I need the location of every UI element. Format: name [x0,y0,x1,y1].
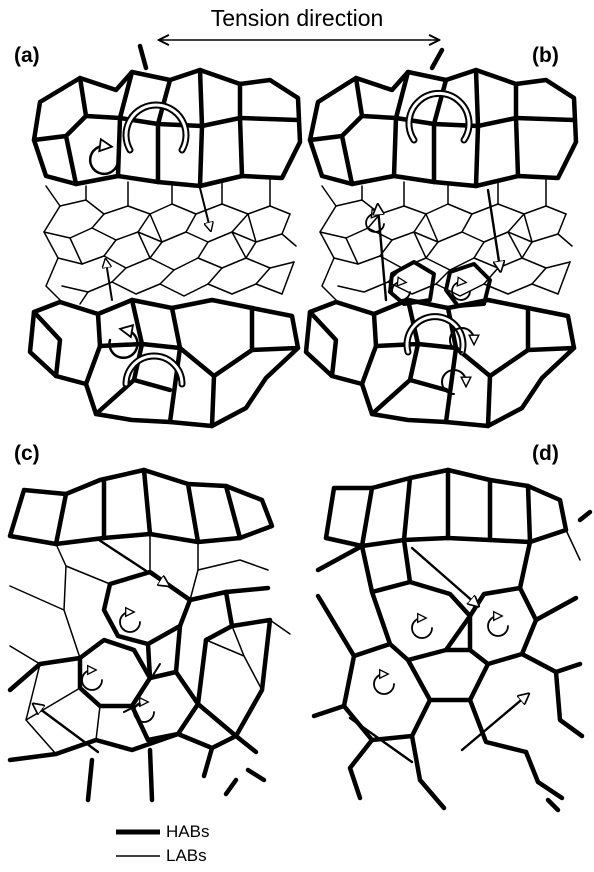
panel-a-grain-rotation-arrows [90,105,186,384]
panel-a-fine-grains [44,180,296,304]
panel-c-hab-network [10,470,272,800]
legend-hab-label: HABs [166,822,209,842]
panel-a-coarse-grains-bottom [30,300,298,426]
panel-a-boundary-migration-arrows [106,188,210,300]
panel-c [10,470,290,800]
rotation-arrow-a1 [90,146,118,174]
panel-d-lab-network [566,530,580,560]
panel-d-grain-rotation-arrows [374,616,508,694]
panel-a-coarse-grains-top [34,46,300,186]
panel-d-hab-network [314,470,590,810]
panel-d-boundary-migration-arrows [350,548,526,762]
panel-b [306,50,576,426]
panel-d [314,470,590,810]
legend-lab-label: LABs [166,846,207,866]
panel-b-coarse-grains-top [310,50,576,186]
panel-a [30,46,300,426]
